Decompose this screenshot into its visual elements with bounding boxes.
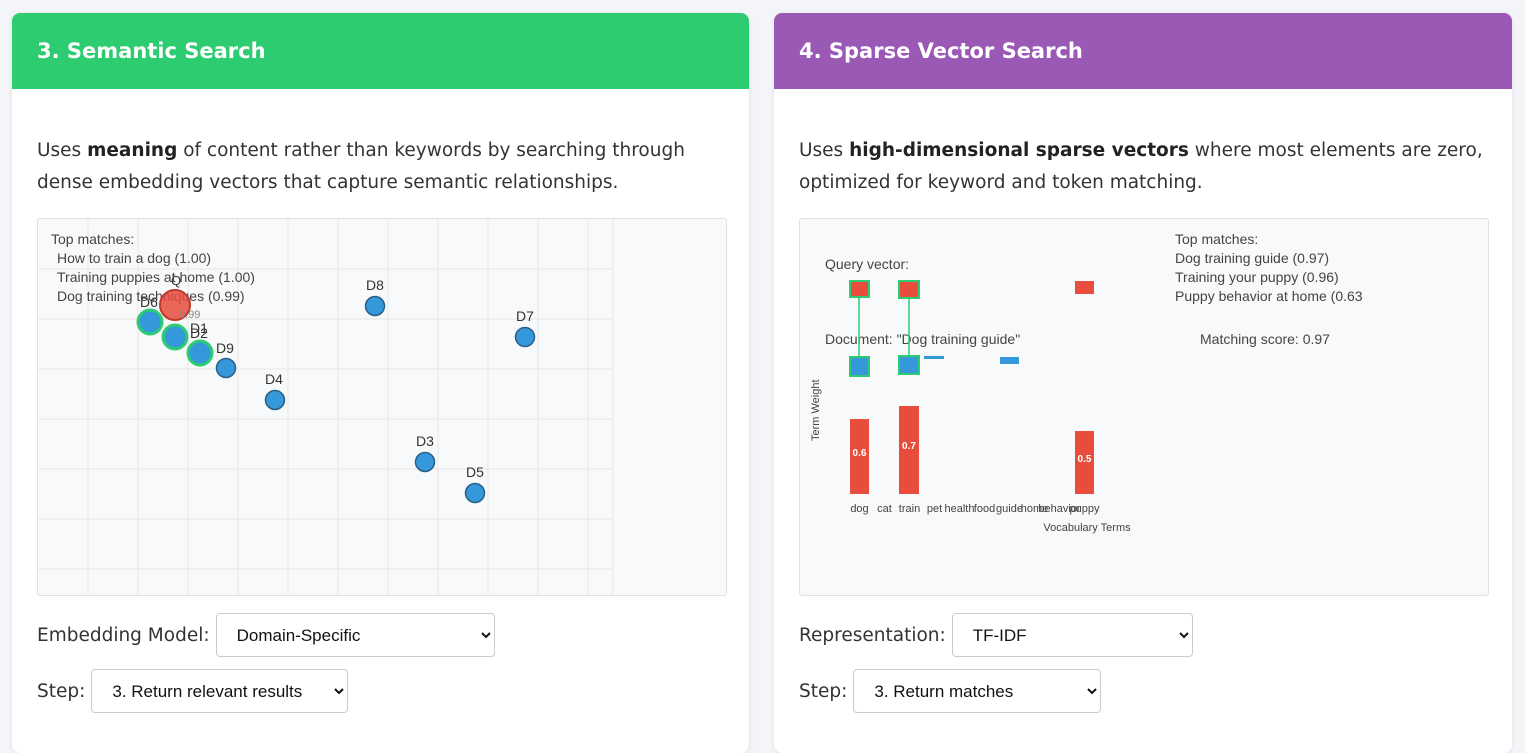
vocab-term-cat: cat (877, 503, 892, 515)
doc-point-d4 (264, 389, 286, 411)
sparse-vector-visualization: Query vector: Document: "Dog training gu… (799, 218, 1489, 596)
sparse-top-matches-title: Top matches: (1175, 231, 1258, 247)
sparse-step-select[interactable]: 3. Return matches (853, 669, 1102, 713)
top-matches-title: Top matches: (51, 231, 134, 247)
query-cell-dog (849, 280, 870, 298)
x-axis-label: Vocabulary Terms (1043, 522, 1131, 534)
representation-select[interactable]: TF-IDF (951, 613, 1193, 657)
sparse-top-match-1: Dog training guide (0.97) (1175, 250, 1329, 266)
weight-value-puppy: 0.5 (1078, 454, 1092, 465)
document-label: Document: "Dog training guide" (825, 331, 1020, 347)
doc-label-d7: D7 (516, 308, 534, 324)
representation-control: Representation: TF-IDF (799, 613, 1193, 657)
sparse-top-match-3: Puppy behavior at home (0.63 (1175, 288, 1363, 304)
weight-bar-dog (850, 419, 869, 494)
doc-point-d5 (464, 482, 486, 504)
doc-point-d9 (215, 357, 237, 379)
doc-cell-pet (924, 356, 944, 359)
query-cell-train (898, 280, 920, 299)
doc-point-d2 (186, 339, 214, 367)
desc-keyword: high-dimensional sparse vectors (849, 140, 1189, 161)
sparse-step-label: Step: (799, 680, 848, 702)
sparse-top-match-2: Training your puppy (0.96) (1175, 269, 1339, 285)
vocab-term-puppy: puppy (1070, 503, 1100, 515)
matching-score: Matching score: 0.97 (1200, 331, 1330, 347)
embedding-space-visualization: Top matches: How to train a dog (1.00) T… (37, 218, 727, 596)
semantic-step-select[interactable]: 3. Return relevant results (91, 669, 349, 713)
doc-label-d3: D3 (416, 433, 434, 449)
doc-point-d7 (514, 326, 536, 348)
doc-cell-dog (849, 356, 870, 377)
sparse-vector-description: Uses high-dimensional sparse vectors whe… (799, 140, 1483, 193)
doc-label-d2: D2 (190, 325, 208, 341)
semantic-search-title: 3. Semantic Search (37, 39, 266, 63)
sparse-vector-title: 4. Sparse Vector Search (799, 39, 1083, 63)
doc-label-d1: D1 (190, 320, 208, 336)
doc-label-d4: D4 (265, 371, 283, 387)
weight-value-train: 0.7 (902, 441, 916, 452)
vocab-term-guide: guide (996, 503, 1023, 515)
semantic-search-card: 3. Semantic Search Uses meaning of conte… (12, 13, 749, 753)
sparse-step-control: Step: 3. Return matches (799, 669, 1102, 713)
representation-label: Representation: (799, 624, 946, 646)
sparse-vector-card: 4. Sparse Vector Search Uses high-dimens… (774, 13, 1512, 753)
weight-value-dog: 0.6 (853, 448, 867, 459)
doc-point-d1 (161, 323, 189, 351)
y-axis-label: Term Weight (810, 379, 822, 441)
desc-keyword: meaning (87, 140, 178, 161)
vocab-term-train: train (899, 503, 920, 515)
embedding-model-control: Embedding Model: Domain-Specific (37, 613, 495, 657)
query-cell-puppy (1075, 281, 1094, 294)
grid (38, 219, 614, 595)
embedding-model-label: Embedding Model: (37, 624, 210, 646)
doc-label-d6: D6 (140, 294, 158, 310)
doc-label-d5: D5 (466, 464, 484, 480)
vocab-term-dog: dog (850, 503, 868, 515)
top-match-1: How to train a dog (1.00) (57, 250, 211, 266)
semantic-step-control: Step: 3. Return relevant results (37, 669, 349, 713)
vocab-term-health: health (945, 503, 975, 515)
semantic-step-label: Step: (37, 680, 86, 702)
semantic-search-description: Uses meaning of content rather than keyw… (37, 140, 685, 193)
vocab-term-home: home (1021, 503, 1049, 515)
top-match-2: Training puppies at home (1.00) (57, 269, 255, 285)
doc-cell-train (898, 355, 920, 375)
doc-label-d9: D9 (216, 340, 234, 356)
doc-point-d8 (364, 295, 386, 317)
doc-point-d6 (136, 308, 164, 336)
semantic-search-header: 3. Semantic Search (12, 13, 749, 89)
vocab-term-pet: pet (927, 503, 942, 515)
vocab-term-behavior: behavior (1038, 503, 1081, 515)
weight-bar-train (899, 406, 919, 494)
query-point (159, 289, 191, 321)
doc-point-d3 (414, 451, 436, 473)
query-score: 0.99 (179, 309, 200, 321)
doc-cell-guide (1000, 357, 1019, 364)
top-match-3: Dog training techniques (0.99) (57, 288, 245, 304)
vocab-term-food: food (974, 503, 995, 515)
embedding-model-select[interactable]: Domain-Specific (215, 613, 495, 657)
weight-bar-puppy (1075, 431, 1094, 494)
sparse-vector-header: 4. Sparse Vector Search (774, 13, 1512, 89)
doc-label-d8: D8 (366, 277, 384, 293)
query-label: Q (171, 273, 181, 288)
query-vector-label: Query vector: (825, 256, 909, 272)
